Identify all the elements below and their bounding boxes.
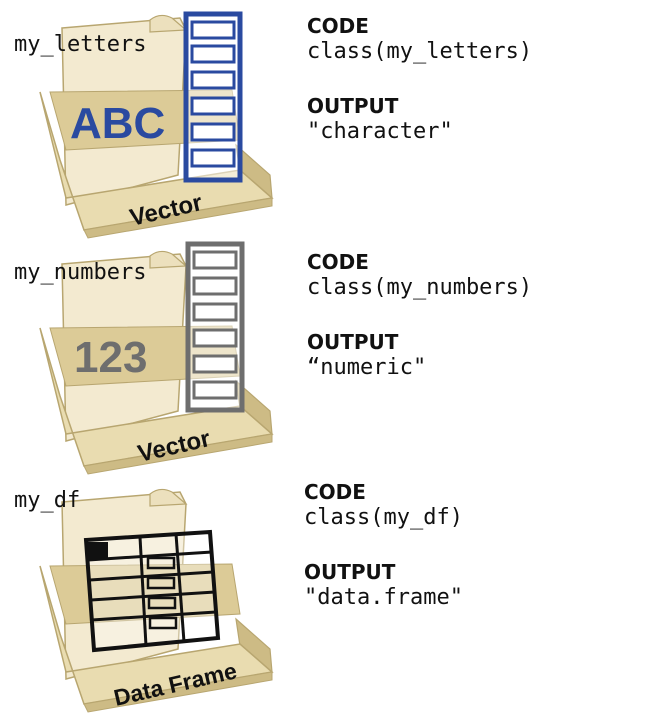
- vector-box-illustration: 123 Vector: [39, 241, 274, 475]
- code-output-block: CODE class(my_letters) OUTPUT "character…: [307, 14, 532, 146]
- box-front-lip: [83, 197, 273, 239]
- code-text: class(my_numbers): [307, 275, 533, 300]
- box-tab: [149, 488, 188, 507]
- data-frame-box-illustration: Data Frame: [39, 488, 274, 713]
- variable-name: my_df: [14, 488, 81, 513]
- box-content-text: ABC: [70, 99, 165, 148]
- variable-name: my_letters: [14, 32, 147, 57]
- output-heading: OUTPUT: [307, 330, 399, 354]
- code-heading: CODE: [307, 14, 369, 38]
- output-heading: OUTPUT: [304, 560, 396, 584]
- box-tab: [149, 250, 188, 269]
- vector-strip: [183, 11, 243, 183]
- code-heading: CODE: [307, 250, 369, 274]
- character-vector-panel: ABC Vector my_letters CODE class(my_lett…: [0, 0, 672, 240]
- code-text: class(my_letters): [307, 39, 533, 64]
- box-content-text: 123: [74, 333, 147, 382]
- vector-strip: [185, 241, 245, 413]
- vector-box-illustration: ABC Vector: [39, 11, 274, 239]
- box-front-lip: [83, 433, 273, 475]
- code-output-block: CODE class(my_numbers) OUTPUT “numeric": [307, 250, 532, 382]
- variable-name: my_numbers: [14, 260, 147, 285]
- output-heading: OUTPUT: [307, 94, 399, 118]
- output-text: "data.frame": [304, 585, 463, 610]
- data-frame-panel: Data Frame my_df CODE class(my_df) OUTPU…: [0, 474, 672, 715]
- code-heading: CODE: [304, 480, 366, 504]
- code-output-block: CODE class(my_df) OUTPUT "data.frame": [304, 480, 463, 612]
- numeric-vector-panel: 123 Vector my_numbers CODE class(my_numb…: [0, 236, 672, 476]
- code-text: class(my_df): [304, 505, 463, 530]
- output-text: “numeric": [307, 355, 427, 380]
- box-front-lip: [83, 671, 273, 713]
- data-frame-grid: [83, 529, 221, 653]
- output-text: "character": [307, 119, 453, 144]
